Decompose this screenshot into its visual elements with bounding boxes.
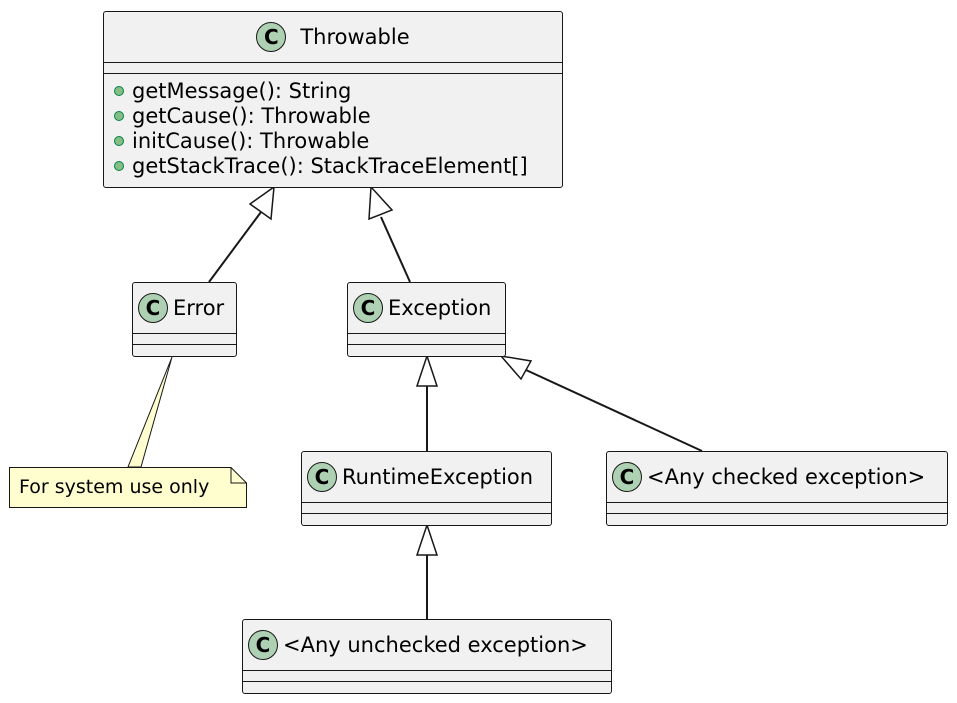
inheritance-arrowhead bbox=[499, 354, 533, 381]
class-header: C RuntimeException bbox=[302, 452, 551, 502]
methods-compartment bbox=[243, 681, 611, 682]
method-item: getMessage(): String bbox=[114, 78, 562, 103]
class-c-icon: C bbox=[612, 462, 642, 492]
method-item: initCause(): Throwable bbox=[114, 128, 562, 153]
note-connector bbox=[127, 356, 173, 468]
class-any-checked-exception[interactable]: C <Any checked exception> bbox=[606, 451, 948, 526]
class-c-icon: C bbox=[353, 293, 383, 323]
inheritance-arrowhead bbox=[368, 185, 394, 221]
class-header: C Error bbox=[133, 283, 236, 333]
methods-compartment bbox=[133, 344, 236, 345]
class-any-unchecked-exception[interactable]: C <Any unchecked exception> bbox=[242, 619, 612, 694]
edge-error-throwable bbox=[208, 211, 262, 283]
note-shape bbox=[9, 467, 247, 508]
class-c-icon: C bbox=[256, 22, 287, 52]
class-name: Exception bbox=[388, 296, 492, 320]
fields-compartment bbox=[243, 670, 611, 681]
method-item: getStackTrace(): StackTraceElement[] bbox=[114, 153, 562, 178]
class-name: <Any unchecked exception> bbox=[283, 633, 588, 657]
class-header: C Exception bbox=[348, 283, 505, 333]
fields-compartment bbox=[104, 62, 562, 73]
method-signature: getMessage(): String bbox=[132, 78, 352, 103]
method-signature: getStackTrace(): StackTraceElement[] bbox=[132, 153, 528, 178]
public-method-icon bbox=[114, 110, 124, 121]
class-c-icon: C bbox=[307, 462, 337, 492]
class-name: RuntimeException bbox=[342, 465, 534, 489]
fields-compartment bbox=[133, 333, 236, 344]
fields-compartment bbox=[348, 333, 505, 344]
methods-compartment bbox=[302, 513, 551, 514]
inheritance-arrowhead bbox=[415, 353, 439, 387]
inheritance-arrowhead bbox=[415, 522, 439, 556]
method-item: getCause(): Throwable bbox=[114, 103, 562, 128]
public-method-icon bbox=[114, 135, 124, 146]
note-text: For system use only bbox=[19, 476, 210, 498]
public-method-icon bbox=[114, 160, 124, 171]
class-header: C Throwable bbox=[104, 12, 562, 62]
method-signature: initCause(): Throwable bbox=[132, 128, 370, 153]
edge-checked-exception bbox=[525, 369, 703, 452]
edge-exception-throwable bbox=[380, 216, 411, 283]
fields-compartment bbox=[607, 502, 947, 513]
public-method-icon bbox=[114, 85, 124, 96]
class-throwable[interactable]: C Throwable getMessage(): String getCaus… bbox=[103, 11, 563, 188]
inheritance-arrowhead bbox=[248, 185, 275, 221]
class-c-icon: C bbox=[248, 630, 278, 660]
class-runtime-exception[interactable]: C RuntimeException bbox=[301, 451, 552, 526]
class-name: Throwable bbox=[300, 25, 410, 49]
class-header: C <Any unchecked exception> bbox=[243, 620, 611, 670]
class-name: <Any checked exception> bbox=[647, 465, 926, 489]
class-error[interactable]: C Error bbox=[132, 282, 237, 357]
note-system-use[interactable]: For system use only bbox=[9, 467, 247, 508]
class-header: C <Any checked exception> bbox=[607, 452, 947, 502]
class-exception[interactable]: C Exception bbox=[347, 282, 506, 357]
class-c-icon: C bbox=[138, 293, 168, 323]
class-name: Error bbox=[173, 296, 225, 320]
methods-compartment: getMessage(): String getCause(): Throwab… bbox=[104, 73, 562, 178]
fields-compartment bbox=[302, 502, 551, 513]
methods-compartment bbox=[607, 513, 947, 514]
methods-compartment bbox=[348, 344, 505, 345]
method-signature: getCause(): Throwable bbox=[132, 103, 371, 128]
